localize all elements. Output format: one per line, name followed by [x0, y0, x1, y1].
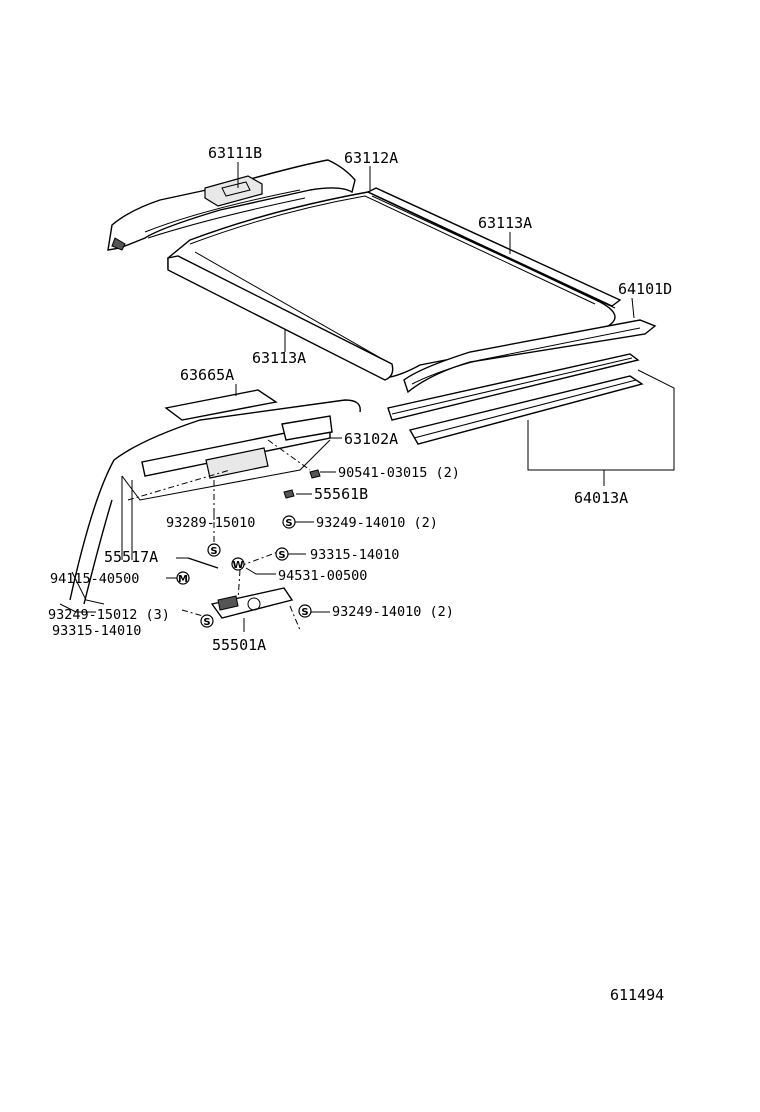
svg-text:S: S — [210, 546, 217, 557]
svg-text:M: M — [178, 574, 188, 585]
svg-text:S: S — [301, 607, 308, 618]
label-64101D: 64101D — [618, 280, 672, 298]
svg-text:S: S — [285, 518, 292, 529]
svg-text:S: S — [278, 550, 285, 561]
svg-text:W: W — [232, 560, 243, 571]
symbol-s-5: S — [200, 614, 214, 628]
label-63111B: 63111B — [208, 144, 262, 162]
label-64013A: 64013A — [574, 489, 628, 507]
symbol-s-1: S — [282, 515, 296, 529]
label-90541: 90541-03015 (2) — [338, 465, 460, 481]
label-55561B: 55561B — [314, 485, 368, 503]
label-93249-15012: 93249-15012 (3) — [48, 607, 170, 623]
symbol-w: W — [231, 557, 245, 571]
symbol-m: M — [176, 571, 190, 585]
console-drawing — [69, 389, 361, 631]
label-93315-b: 93315-14010 — [52, 623, 141, 639]
label-94531: 94531-00500 — [278, 568, 367, 584]
label-94115: 94115-40500 — [50, 571, 139, 587]
svg-text:S: S — [203, 617, 210, 628]
symbol-s-4: S — [298, 604, 312, 618]
label-55517A: 55517A — [104, 548, 158, 566]
label-63113A-right: 63113A — [478, 214, 532, 232]
symbol-s-2: S — [207, 543, 221, 557]
label-63112A: 63112A — [344, 149, 398, 167]
label-93249-a: 93249-14010 (2) — [316, 515, 438, 531]
label-55501A: 55501A — [212, 636, 266, 654]
label-63113A-left: 63113A — [252, 349, 306, 367]
part-labels: 63111B 63112A 63113A 64101D 63113A 63665… — [48, 144, 672, 1004]
figure-number: 611494 — [610, 986, 664, 1004]
label-93289: 93289-15010 — [166, 515, 255, 531]
symbol-s-3: S — [275, 547, 289, 561]
label-93249-b: 93249-14010 (2) — [332, 604, 454, 620]
roof-panel-drawing — [107, 159, 657, 445]
label-63665A: 63665A — [180, 366, 234, 384]
leader-lines — [59, 162, 675, 632]
label-93315-a: 93315-14010 — [310, 547, 399, 563]
label-63102A: 63102A — [344, 430, 398, 448]
